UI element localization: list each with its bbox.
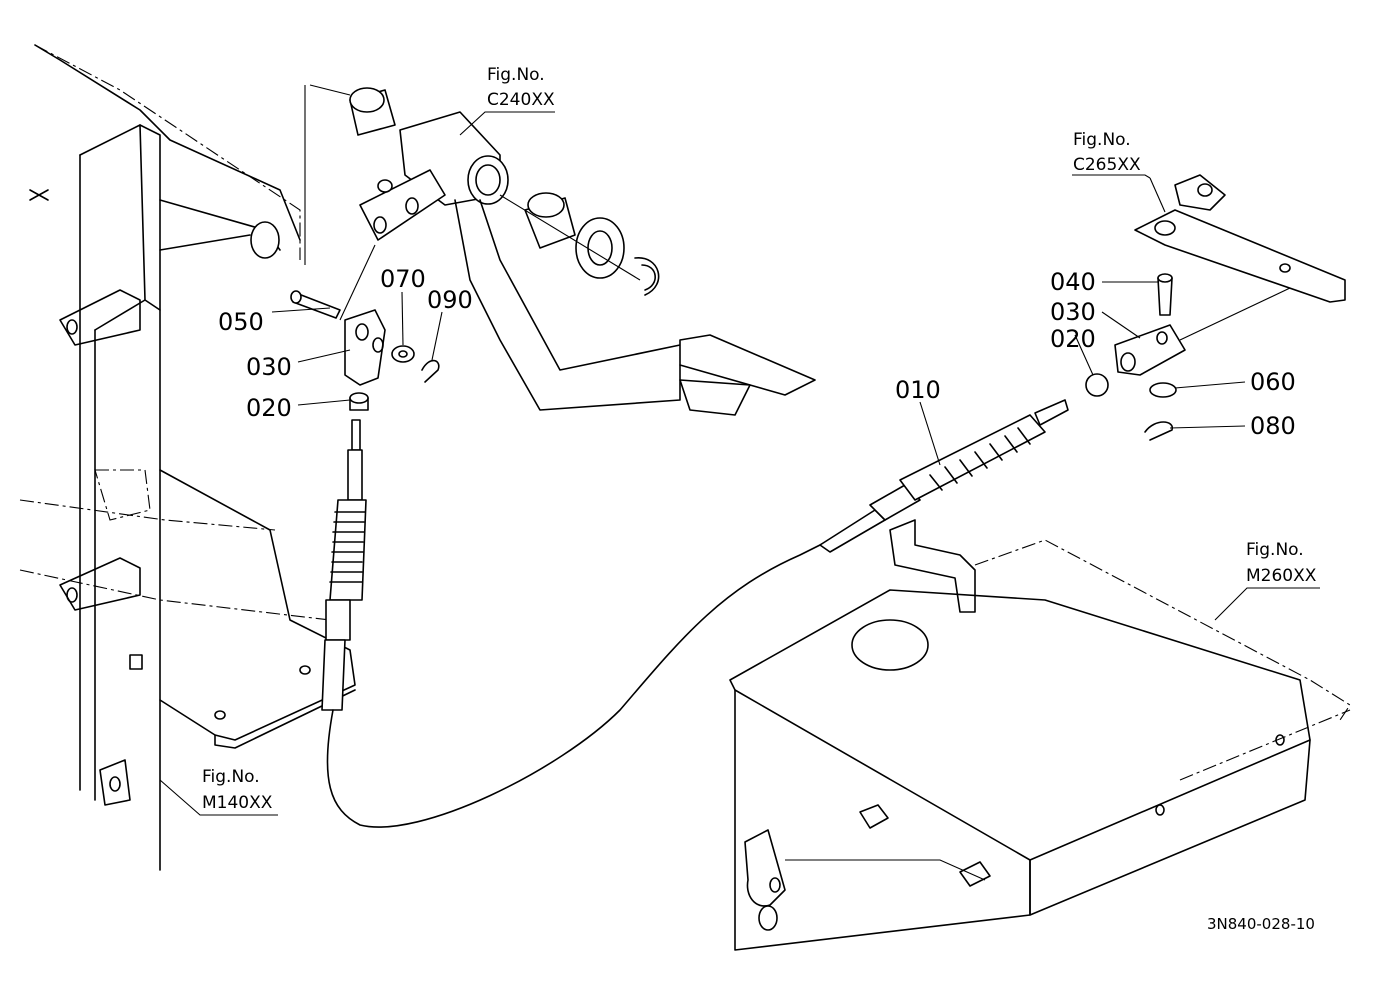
fig-ref-c265-line1: Fig.No. [1073, 130, 1131, 150]
fig-ref-m140-line2: M140XX [202, 793, 273, 813]
pedal-assembly [304, 84, 816, 416]
housing-m260 [729, 519, 1351, 951]
leader-lines [159, 111, 1320, 816]
fig-ref-m260-line1: Fig.No. [1246, 540, 1304, 560]
part-label-080: 080 [1250, 412, 1296, 440]
fig-ref-c265-line2: C265XX [1073, 155, 1141, 175]
part-label-030-left: 030 [246, 353, 292, 381]
fig-ref-m260-line2: M260XX [1246, 566, 1317, 586]
part-label-050: 050 [218, 308, 264, 336]
fig-ref-c240-line1: Fig.No. [487, 65, 545, 85]
part-label-030-right: 030 [1050, 298, 1096, 326]
part-label-020-right: 020 [1050, 325, 1096, 353]
drawing-code: 3N840-028-10 [1207, 915, 1315, 933]
fig-ref-c240-line2: C240XX [487, 90, 555, 110]
part-label-090: 090 [427, 286, 473, 314]
left-small-parts [290, 244, 440, 411]
part-label-040: 040 [1050, 268, 1096, 296]
part-label-060: 060 [1250, 368, 1296, 396]
part-label-020-left: 020 [246, 394, 292, 422]
part-label-070: 070 [380, 265, 426, 293]
control-cable [321, 399, 1069, 828]
left-frame-m140 [19, 44, 356, 871]
right-lever-c265 [1085, 174, 1346, 441]
fig-ref-m140-line1: Fig.No. [202, 767, 260, 787]
part-label-010: 010 [895, 376, 941, 404]
